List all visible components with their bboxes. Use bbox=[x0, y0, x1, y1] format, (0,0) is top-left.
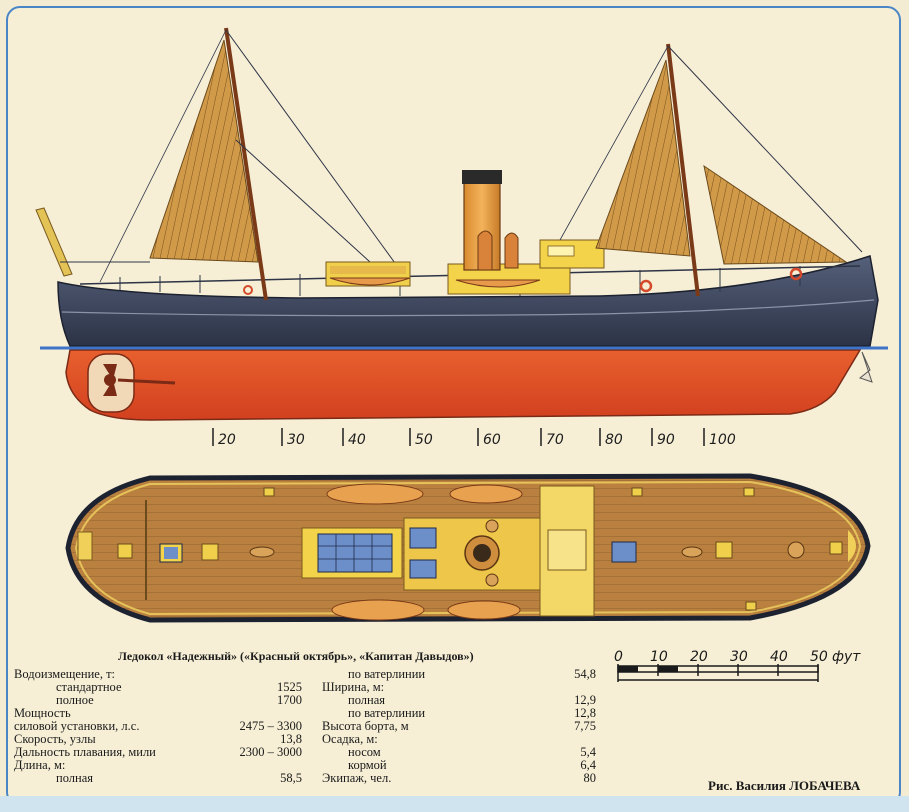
spec-label: по ватерлинии bbox=[348, 667, 426, 681]
scale-tick-label: 40 bbox=[770, 649, 788, 665]
underwater-hull bbox=[65, 349, 862, 421]
figure-caption: Ледокол «Надежный» («Красный октябрь», «… bbox=[118, 649, 474, 663]
jib-sail bbox=[703, 164, 848, 265]
spec-label: Длина, м: bbox=[14, 758, 66, 772]
spec-label: Экипаж, чел. bbox=[322, 771, 392, 785]
spec-value: 1700 bbox=[277, 693, 302, 707]
aft-sail bbox=[149, 39, 259, 263]
spec-label: Ширина, м: bbox=[322, 680, 385, 694]
spec-value: 7,75 bbox=[574, 719, 596, 733]
scale-unit-label: фут bbox=[832, 649, 861, 665]
frame-tick-label: 30 bbox=[287, 432, 305, 448]
spec-value: 2300 – 3000 bbox=[239, 745, 303, 759]
scale-tick-label: 50 bbox=[810, 649, 828, 665]
hull bbox=[57, 255, 879, 347]
spec-value: 2475 – 3300 bbox=[239, 719, 303, 733]
frame-tick-label: 40 bbox=[348, 432, 366, 448]
spec-value: 1525 bbox=[277, 680, 302, 694]
frame-tick-label: 60 bbox=[483, 432, 501, 448]
spec-label: носом bbox=[348, 745, 381, 759]
scale-tick-label: 20 bbox=[690, 649, 708, 665]
aft-mast bbox=[224, 27, 268, 301]
frame-tick-label: 80 bbox=[605, 432, 623, 448]
spec-label: Дальность плавания, мили bbox=[14, 745, 156, 759]
spec-label: кормой bbox=[348, 758, 387, 772]
plan-view bbox=[65, 473, 871, 623]
frame-tick-label: 50 bbox=[415, 432, 433, 448]
life-ring-icon bbox=[639, 279, 653, 293]
spec-label: силовой установки, л.с. bbox=[14, 719, 140, 733]
lifeboat bbox=[326, 483, 424, 505]
fore-sail bbox=[595, 59, 691, 257]
frame-tick-label: 90 bbox=[657, 432, 675, 448]
spec-label: Водоизмещение, т: bbox=[14, 667, 116, 681]
fore-mast bbox=[666, 43, 700, 297]
scale-tick-label: 30 bbox=[730, 649, 748, 665]
spec-label: Осадка, м: bbox=[322, 732, 378, 746]
illustrator-credit: Рис. Василия ЛОБАЧЕВА bbox=[708, 778, 861, 793]
anchor-icon bbox=[858, 351, 873, 383]
spec-label: полная bbox=[56, 771, 93, 785]
propeller-icon bbox=[87, 353, 176, 413]
spec-label: полное bbox=[56, 693, 94, 707]
spec-label: полная bbox=[348, 693, 385, 707]
scale-tick-label: 0 bbox=[614, 649, 623, 665]
spec-value: 58,5 bbox=[280, 771, 302, 785]
spec-value: 80 bbox=[583, 771, 597, 785]
side-view bbox=[35, 27, 888, 421]
spec-value: 13,8 bbox=[280, 732, 302, 746]
spec-value: 54,8 bbox=[574, 667, 596, 681]
funnel-icon bbox=[462, 170, 519, 271]
spec-value: 12,9 bbox=[574, 693, 596, 707]
spec-value: 6,4 bbox=[580, 758, 596, 772]
frame-tick-label: 20 bbox=[218, 432, 236, 448]
frame-tick-label: 100 bbox=[709, 432, 736, 448]
spec-label: по ватерлинии bbox=[348, 706, 426, 720]
frame-tick-label: 70 bbox=[546, 432, 564, 448]
scale-tick-label: 10 bbox=[650, 649, 668, 665]
page-bottom-band bbox=[0, 796, 909, 812]
spec-label: стандартное bbox=[56, 680, 122, 694]
spec-label: Высота борта, м bbox=[322, 719, 409, 733]
spec-value: 5,4 bbox=[580, 745, 596, 759]
spec-value: 12,8 bbox=[574, 706, 596, 720]
frame-number-scale: 20 30 40 50 60 70 80 90 100 bbox=[212, 428, 736, 448]
spec-label: Скорость, узлы bbox=[14, 732, 96, 746]
spec-label: Мощность bbox=[14, 706, 71, 720]
